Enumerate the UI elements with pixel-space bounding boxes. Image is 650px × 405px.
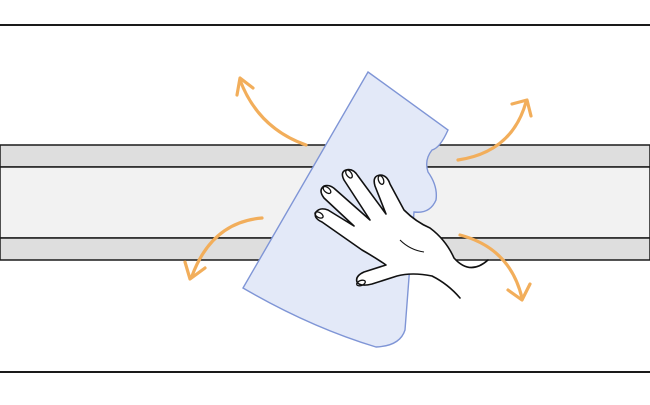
curved-arrow-icon [235, 76, 308, 147]
curved-arrow-icon [456, 98, 533, 162]
curved-arrow-icon [183, 216, 264, 281]
fingernail-thumb [356, 279, 366, 287]
arrow-se-head-a [506, 282, 532, 302]
fingernail-little [377, 175, 385, 185]
arrow-nw-curve [238, 78, 308, 147]
arrow-se-curve [458, 233, 524, 300]
hand-icon [314, 168, 489, 299]
curved-arrow-icon [458, 233, 532, 302]
arrow-ne-head-a [510, 98, 533, 118]
arrow-nw-head-a [235, 76, 255, 97]
palm-crease [399, 239, 425, 253]
arrow-sw-head-a [183, 260, 207, 281]
arrow-sw-curve [190, 216, 264, 278]
fingernail-index [314, 211, 324, 219]
arrow-ne-curve [456, 100, 528, 162]
fingernail-ring [345, 169, 353, 179]
fingernail-middle [322, 185, 332, 195]
